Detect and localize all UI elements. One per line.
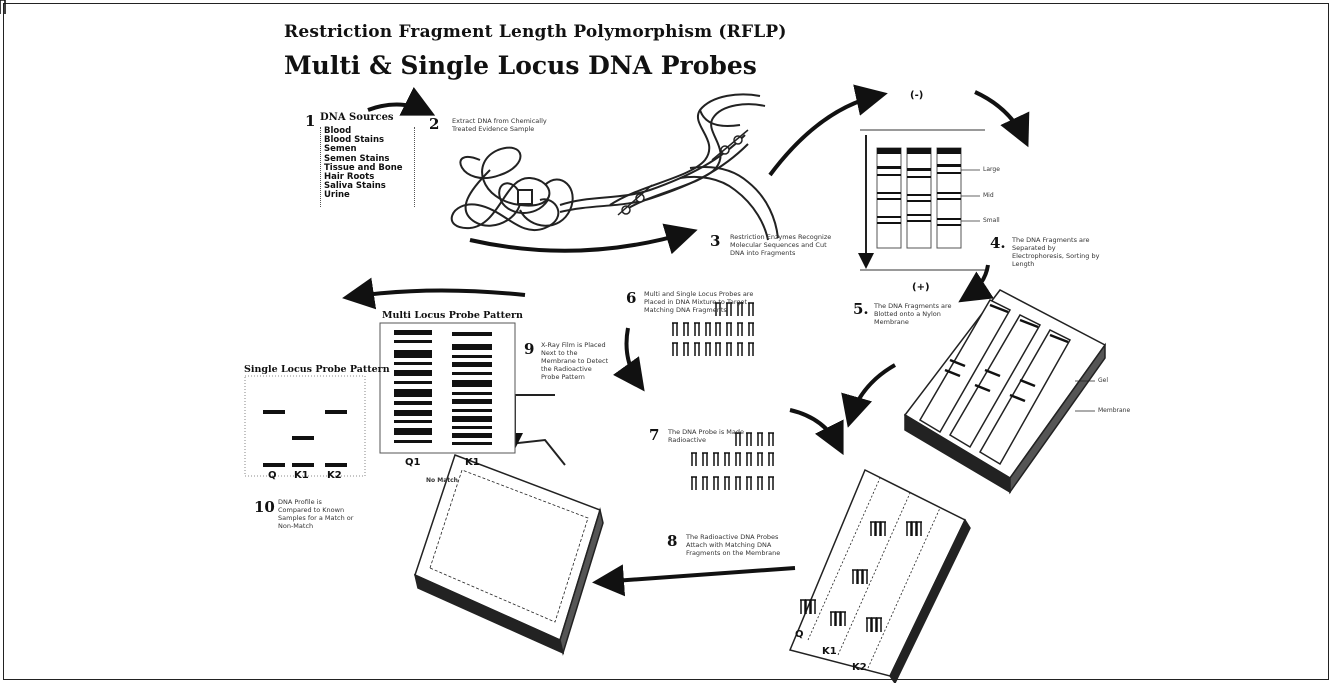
step-2-caption: Extract DNA from Chemically Treated Evid…	[452, 117, 572, 133]
arrow-5-to-8	[850, 365, 895, 420]
diagram-title: Restriction Fragment Length Polymorphism…	[284, 22, 787, 42]
radioactive-probe	[768, 477, 774, 490]
single-locus-pattern	[245, 376, 365, 476]
radioactive-probe	[757, 477, 763, 490]
gel-side-label: Mid	[983, 192, 994, 199]
radioactive-probe	[702, 453, 708, 466]
membrane-callout-label: Membrane	[1098, 407, 1130, 414]
dna-probe	[715, 323, 721, 336]
gel-positive-label: (+)	[912, 282, 930, 293]
step-4-caption: The DNA Fragments are Separated by Elect…	[1012, 236, 1107, 268]
multi-locus-pattern	[380, 323, 515, 453]
arrow-3-to-gel	[770, 95, 880, 175]
step-number-4: 4.	[990, 234, 1006, 252]
step-number-9: 9	[524, 340, 534, 358]
step-number-2: 2	[429, 115, 439, 133]
dna-probe	[737, 323, 743, 336]
dna-coil	[452, 135, 748, 230]
step-number-3: 3	[710, 232, 720, 250]
dna-probe	[726, 343, 732, 356]
dna-probe	[705, 343, 711, 356]
radioactive-probe	[713, 477, 719, 490]
radioactive-probe	[768, 433, 774, 446]
step-7-caption: The DNA Probe is Made Radioactive	[668, 428, 758, 444]
radioactive-probe	[691, 453, 697, 466]
dna-probe	[705, 323, 711, 336]
dna-probe	[683, 343, 689, 356]
step-3-caption: Restriction Enzymes Recognize Molecular …	[730, 233, 840, 257]
multi-locus-title: Multi Locus Probe Pattern	[382, 310, 523, 321]
step-number-6: 6	[626, 289, 636, 307]
arrow-8-to-film	[600, 568, 795, 582]
blot-lane-label: Q	[795, 629, 804, 640]
dna-probe	[672, 323, 678, 336]
gel-callout-label: Gel	[1098, 377, 1108, 384]
dna-probe	[748, 323, 754, 336]
radioactive-probe	[746, 477, 752, 490]
radioactive-probe	[702, 477, 708, 490]
radioactive-probe	[724, 477, 730, 490]
single-lane-label: K2	[327, 470, 342, 481]
membrane-with-probes	[790, 470, 970, 683]
step-number-7: 7	[649, 426, 659, 444]
blot-lane-label: K2	[852, 662, 867, 673]
single-lane-label: Q	[268, 470, 277, 481]
dna-probe	[672, 343, 678, 356]
dna-probe	[694, 343, 700, 356]
arrow-6-to-7	[627, 328, 641, 385]
dna-sources-list: Blood Blood Stains Semen Semen Stains Ti…	[320, 127, 415, 207]
dna-probe	[715, 343, 721, 356]
radioactive-probe	[735, 477, 741, 490]
radioactive-probe	[735, 453, 741, 466]
arrow-1-to-2	[368, 104, 428, 112]
dna-probe	[726, 323, 732, 336]
multi-lane-label: Q1	[405, 457, 420, 468]
dna-ribbon	[610, 94, 778, 240]
electrophoresis-gel	[860, 130, 985, 270]
single-lane-label: K1	[294, 470, 309, 481]
step-number-1: 1	[305, 112, 315, 130]
radioactive-probe	[757, 453, 763, 466]
step-9-caption: X-Ray Film is Placed Next to the Membran…	[541, 341, 611, 381]
arrow-2-to-3	[470, 232, 690, 251]
step-8-caption: The Radioactive DNA Probes Attach with M…	[686, 533, 796, 557]
arrow-7-to-8	[790, 410, 840, 448]
step-number-10: 10	[254, 498, 275, 516]
radioactive-probe	[724, 453, 730, 466]
gel-side-label: Large	[983, 166, 1000, 173]
gel-side-label: Small	[983, 217, 1000, 224]
no-match-label: No Match	[426, 477, 458, 484]
dna-probe	[683, 323, 689, 336]
single-locus-title: Single Locus Probe Pattern	[244, 364, 390, 375]
dna-source-item: Urine	[324, 191, 414, 200]
arrow-to-multi	[350, 290, 525, 297]
dna-probe	[737, 343, 743, 356]
step-6-caption: Multi and Single Locus Probes are Placed…	[644, 290, 754, 314]
step-10-caption: DNA Profile is Compared to Known Samples…	[278, 498, 356, 530]
step-number-8: 8	[667, 532, 677, 550]
dna-probe	[694, 323, 700, 336]
dna-probe	[748, 343, 754, 356]
dna-sources-heading: DNA Sources	[320, 112, 394, 123]
arrow-gel-to-4	[975, 92, 1025, 140]
radioactive-probe	[713, 453, 719, 466]
blot-lane-label: K1	[822, 646, 837, 657]
radioactive-probe	[768, 453, 774, 466]
radioactive-probe	[746, 453, 752, 466]
diagram-subtitle: Multi & Single Locus DNA Probes	[284, 51, 757, 80]
gel-negative-label: (-)	[910, 90, 923, 101]
radioactive-probe	[691, 477, 697, 490]
step-number-5: 5.	[853, 300, 869, 318]
dna-probes	[0, 0, 5, 14]
attached-probe	[800, 600, 806, 614]
step-5-caption: The DNA Fragments are Blotted onto a Nyl…	[874, 302, 964, 326]
multi-lane-label: K1	[465, 457, 480, 468]
